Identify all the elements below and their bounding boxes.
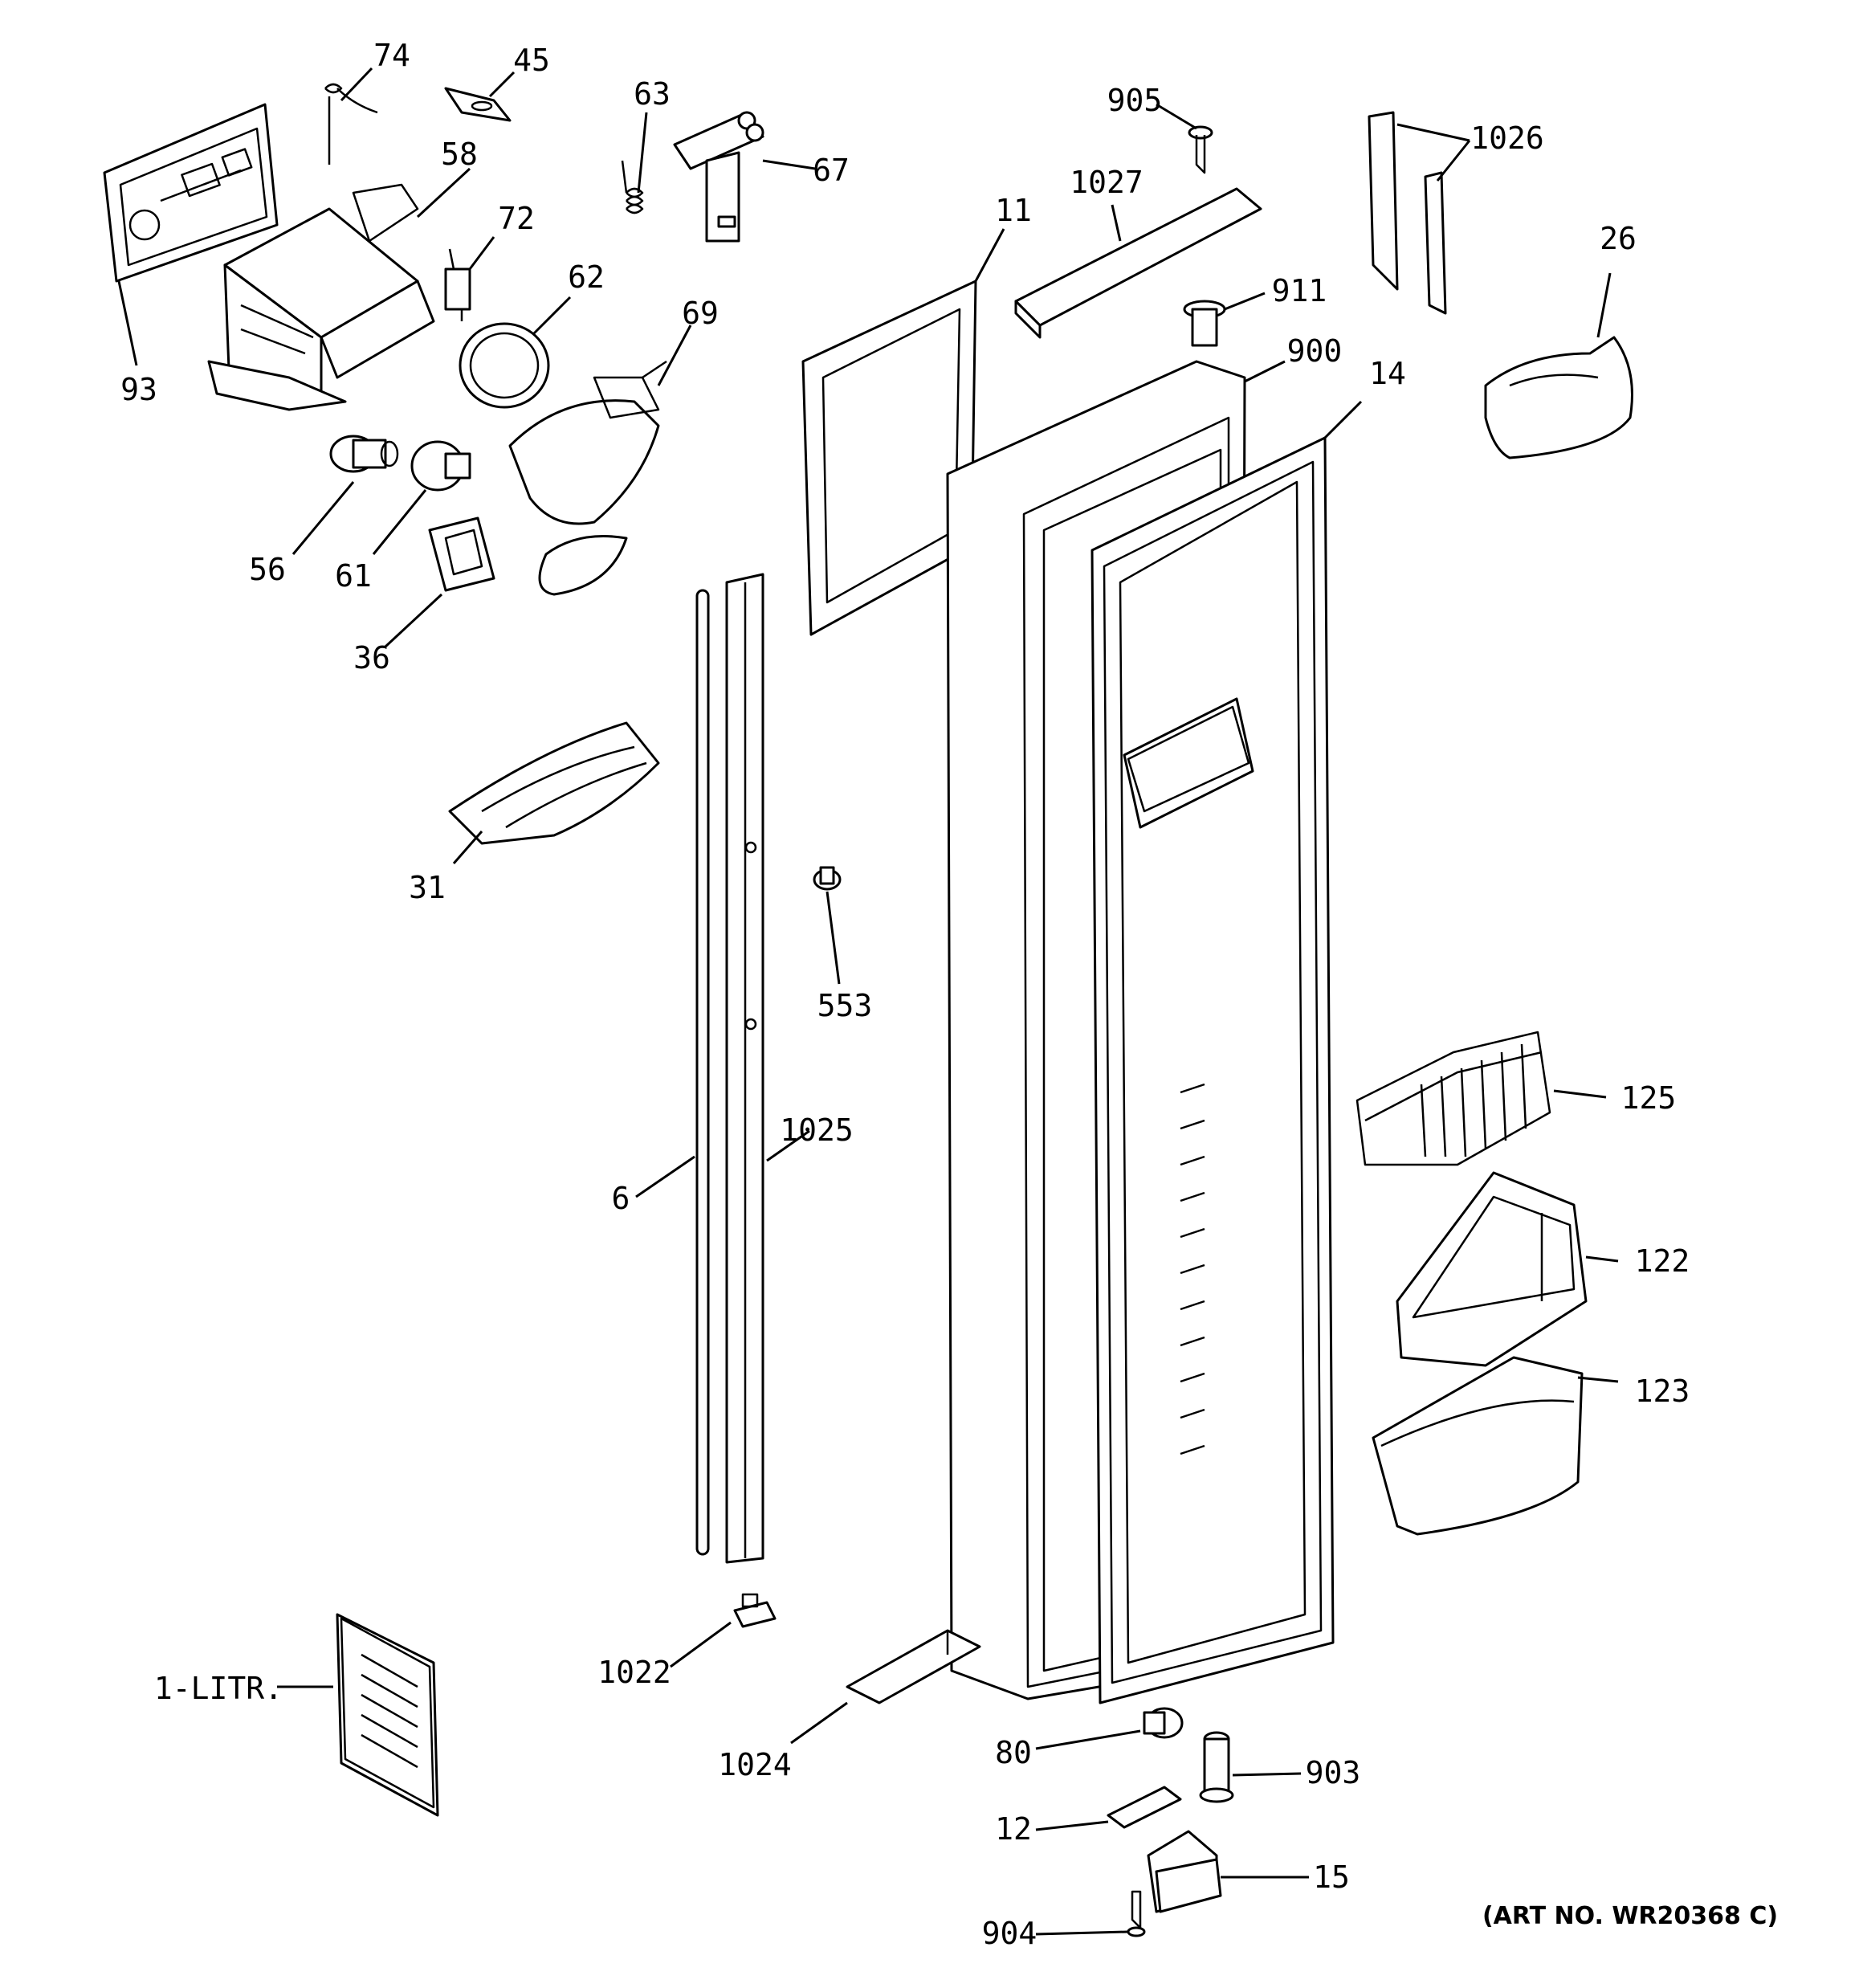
part-26-cover [1484, 336, 1633, 459]
callout-123: 123 [1635, 1374, 1690, 1409]
part-36-bracket [428, 516, 495, 592]
callout-11: 11 [995, 193, 1032, 228]
part-69-chute [508, 360, 667, 596]
part-904-screw [1127, 1890, 1146, 1937]
callout-63: 63 [634, 76, 671, 112]
part-45-bracket [444, 87, 512, 122]
callout-1026: 1026 [1470, 120, 1544, 156]
callout-1025: 1025 [780, 1112, 854, 1148]
part-911-bushing [1183, 300, 1226, 347]
callout-56: 56 [249, 552, 286, 587]
leader-lines [117, 67, 1619, 1936]
art-number-caption: (ART NO. WR20368 C) [1482, 1902, 1778, 1930]
callout-58: 58 [441, 137, 478, 172]
part-72-switch [444, 248, 471, 321]
callout-125: 125 [1621, 1080, 1677, 1116]
part-122-bin [1396, 1171, 1588, 1367]
callout-74: 74 [373, 38, 410, 73]
part-903-pin [1199, 1731, 1234, 1803]
part-31-pan [448, 721, 660, 845]
callout-45: 45 [513, 43, 550, 78]
part-56-motor [329, 435, 399, 473]
callout-labels: 74 45 63 67 905 1027 1026 58 72 11 62 91… [120, 38, 1778, 1951]
part-905-screw [1188, 125, 1213, 174]
callout-15: 15 [1313, 1859, 1350, 1895]
callout-1027: 1027 [1070, 165, 1143, 200]
callout-62: 62 [568, 259, 605, 295]
callout-904: 904 [982, 1916, 1037, 1951]
part-62-ring [459, 322, 550, 409]
callout-69: 69 [682, 296, 719, 331]
part-1027-trim [1014, 187, 1262, 339]
door-dispenser-recess [1123, 697, 1254, 829]
callout-905: 905 [1107, 83, 1163, 118]
callout-12: 12 [995, 1811, 1032, 1847]
callout-31: 31 [409, 870, 446, 905]
callout-61: 61 [335, 558, 372, 594]
callout-14: 14 [1369, 356, 1406, 391]
part-1025-channel [725, 573, 764, 1564]
callout-1-litr: 1-LITR. [154, 1671, 283, 1706]
part-6-tube [695, 589, 710, 1556]
part-58-dispenser-housing [207, 183, 435, 411]
part-63-spring [621, 160, 644, 214]
callout-903: 903 [1306, 1755, 1361, 1790]
callout-1024: 1024 [718, 1747, 792, 1782]
part-553-knob [813, 866, 842, 891]
part-93-control-board [103, 103, 279, 283]
part-12-plate [1107, 1786, 1182, 1829]
part-1022-clip [733, 1593, 777, 1628]
callout-93: 93 [120, 372, 157, 407]
part-80-plug [1143, 1707, 1184, 1739]
callout-6: 6 [612, 1181, 630, 1216]
callout-900: 900 [1287, 333, 1343, 369]
part-67-shaft [673, 111, 764, 243]
callout-122: 122 [1635, 1243, 1690, 1279]
part-74-spring [324, 83, 378, 165]
callout-67: 67 [813, 153, 850, 188]
part-14-gasket [1090, 436, 1335, 1704]
part-1-litr-booklet [336, 1613, 439, 1817]
callout-553: 553 [817, 988, 873, 1023]
part-15-hinge [1147, 1830, 1222, 1913]
part-125-wire-basket [1355, 1031, 1551, 1166]
callout-911: 911 [1272, 273, 1327, 308]
callout-72: 72 [498, 201, 535, 236]
part-61-coupler [410, 440, 471, 492]
callout-80: 80 [995, 1735, 1032, 1770]
callout-36: 36 [353, 640, 390, 676]
callout-26: 26 [1600, 221, 1637, 256]
part-1024-bracket [846, 1629, 981, 1704]
door-shelf-rungs [1180, 1083, 1205, 1455]
callout-1022: 1022 [597, 1655, 671, 1690]
part-1026-vertical-trim [1368, 111, 1447, 315]
part-123-bin [1372, 1356, 1584, 1536]
